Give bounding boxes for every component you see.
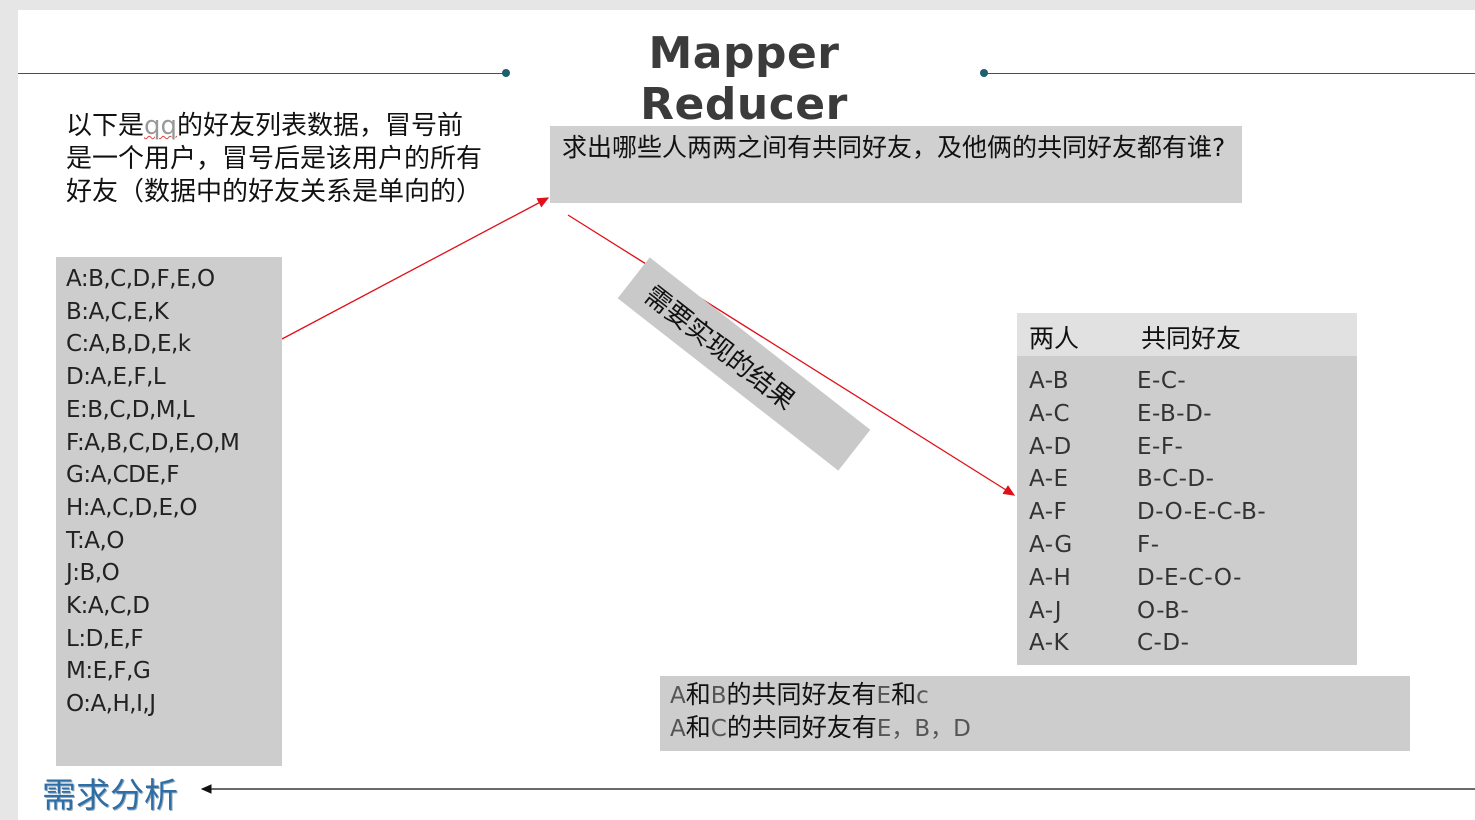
friend-list-row: L:D,E,F: [66, 625, 144, 652]
slide: Mapper Reducer 以下是qq的好友列表数据，冒号前是一个用户，冒号后…: [18, 10, 1475, 820]
common-friends-cell: E-F-: [1137, 433, 1184, 460]
pair-cell: A-F: [1029, 499, 1068, 526]
table-row: A-F D-O-E-C-B-: [1017, 496, 1357, 529]
pair-cell: A-J: [1029, 597, 1063, 624]
example-token: 和: [685, 680, 711, 709]
example-token: A: [670, 683, 686, 709]
pair-cell: A-H: [1029, 564, 1072, 591]
example-token: 和: [891, 680, 917, 709]
example-token: E: [876, 683, 892, 709]
intro-qq: qq: [144, 111, 178, 141]
table-row: A-B E-C-: [1017, 365, 1357, 398]
friend-list-row: D:A,E,F,L: [66, 364, 166, 391]
title-rule-left: [18, 73, 506, 74]
common-friends-cell: E-B-D-: [1137, 400, 1213, 427]
intro-pre: 以下是: [66, 111, 145, 141]
intro-text: 以下是qq的好友列表数据，冒号前是一个用户，冒号后是该用户的所有好友（数据中的好…: [66, 110, 486, 209]
example-token: A: [670, 716, 686, 742]
common-friends-cell: C-D-: [1137, 630, 1190, 657]
common-friends-cell: F-: [1137, 531, 1160, 558]
friend-list-row: T:A,O: [66, 527, 124, 554]
title-rule-right: [984, 73, 1475, 74]
friend-list-row: K:A,C,D: [66, 593, 150, 620]
header-pair: 两人: [1029, 324, 1080, 353]
slide-title: Mapper Reducer: [640, 28, 848, 130]
result-table: 两人 共同好友 A-B E-C- A-C E-B-D- A-D E-F- A-E B-C-D-…: [1017, 313, 1357, 665]
pair-cell: A-C: [1029, 400, 1071, 427]
result-table-header: 两人 共同好友: [1017, 313, 1357, 356]
pair-cell: A-G: [1029, 531, 1073, 558]
table-row: A-K C-D-: [1017, 627, 1357, 660]
common-friends-cell: E-C-: [1137, 368, 1187, 394]
pair-cell: A-E: [1029, 466, 1069, 493]
table-row: A-C E-B-D-: [1017, 398, 1357, 431]
table-row: A-H D-E-C-O-: [1017, 562, 1357, 595]
table-row: A-G F-: [1017, 529, 1357, 562]
intro-post: 的好友列表数据，冒号前是一个用户，冒号后是该用户的所有好友（数据中的好友关系是单…: [66, 111, 483, 207]
example-token: C: [710, 716, 727, 742]
example-token: 和: [685, 713, 711, 742]
friend-list-row: F:A,B,C,D,E,O,M: [66, 429, 240, 456]
friend-list-row: H:A,C,D,E,O: [66, 494, 197, 521]
friend-list-row: A:B,C,D,F,E,O: [66, 266, 215, 292]
common-friends-cell: O-B-: [1137, 597, 1190, 624]
common-friends-cell: B-C-D-: [1137, 466, 1215, 493]
friend-list-row: B:A,C,E,K: [66, 298, 169, 325]
friend-list-row: J:B,O: [66, 560, 120, 587]
pair-cell: A-K: [1029, 630, 1070, 657]
arrow-question-to-result: [567, 214, 1016, 496]
example-line-1: A和B的共同好友有E和c: [670, 679, 929, 712]
example-line-2: A和C的共同好友有E，B，D: [670, 712, 971, 745]
example-token: 的共同好友有: [726, 713, 877, 742]
title-rule-left-dot: [502, 69, 510, 77]
common-friends-cell: D-O-E-C-B-: [1137, 499, 1267, 526]
friend-list-row: C:A,B,D,E,k: [66, 331, 191, 358]
section-label: 需求分析: [42, 776, 178, 816]
example-token: 的共同好友有: [726, 680, 877, 709]
table-row: A-D E-F-: [1017, 431, 1357, 464]
result-table-body: A-B E-C- A-C E-B-D- A-D E-F- A-E B-C-D- A-F D-O-E…: [1017, 365, 1357, 660]
friend-list-row: O:A,H,I,J: [66, 691, 156, 718]
header-common-friends: 共同好友: [1141, 324, 1242, 353]
common-friends-cell: D-E-C-O-: [1137, 564, 1242, 591]
example-token: c: [916, 683, 929, 709]
table-row: A-E B-C-D-: [1017, 463, 1357, 496]
friend-list-row: M:E,F,G: [66, 658, 151, 685]
result-label-rotated: 需要实现的结果: [617, 257, 871, 471]
friend-list-row: G:A,CDE,F: [66, 462, 179, 489]
friend-list-row: E:B,C,D,M,L: [66, 396, 195, 423]
question-text: 求出哪些人两两之间有共同好友，及他俩的共同好友都有谁?: [562, 133, 1226, 162]
arrow-list-to-question: [281, 197, 550, 340]
result-label-text: 需要实现的结果: [638, 280, 801, 417]
pair-cell: A-D: [1029, 433, 1072, 460]
table-row: A-J O-B-: [1017, 595, 1357, 628]
example-token: B: [710, 683, 727, 709]
question-box: 求出哪些人两两之间有共同好友，及他俩的共同好友都有谁?: [550, 126, 1242, 203]
example-token: E，B，D: [876, 716, 971, 742]
example-box: A和B的共同好友有E和c A和C的共同好友有E，B，D: [660, 676, 1410, 751]
pair-cell: A-B: [1029, 368, 1069, 394]
